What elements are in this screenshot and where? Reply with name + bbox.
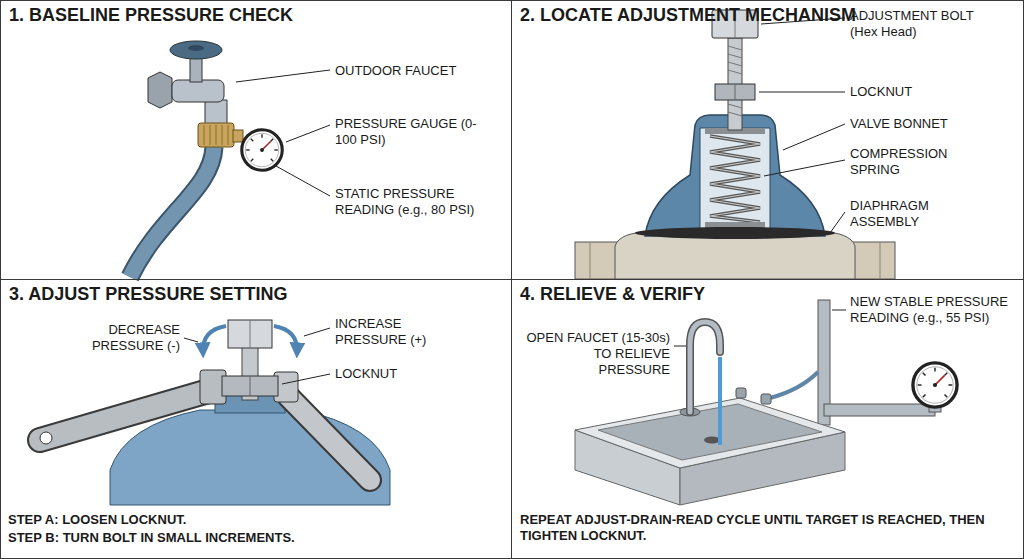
wrench-illustration: [250, 376, 251, 396]
sink-illustration: [598, 404, 822, 460]
callout-label: STATIC PRESSURE READING (e.g., 80 PSI): [335, 186, 495, 218]
leader-line: [184, 338, 198, 342]
regulator-cutaway: [728, 46, 742, 50]
sink-illustration: [761, 394, 771, 404]
wrench-illustration: [222, 376, 278, 396]
leader-line: [764, 160, 845, 176]
leader-line: [832, 310, 846, 311]
regulator-cutaway: [575, 10, 895, 279]
panel-heading: 4. RELIEVE & VERIFY: [512, 280, 713, 308]
faucet-illustration: [204, 125, 205, 145]
sink-illustration: [913, 363, 957, 407]
callout-label: LOCKNUT: [335, 366, 445, 382]
step-panel: 2. LOCATE ADJUSTMENT MECHANISM: [511, 0, 1024, 280]
regulator-cutaway: [635, 227, 835, 239]
sink-illustration: [690, 322, 720, 412]
regulator-cutaway: [728, 54, 742, 58]
panel-heading: 2. LOCATE ADJUSTMENT MECHANISM: [512, 1, 864, 29]
sink-illustration: [718, 357, 722, 445]
leader-line: [236, 70, 330, 196]
step-note: REPEAT ADJUST-DRAIN-READ CYCLE UNTIL TAR…: [520, 512, 1010, 544]
callout-label: DECREASE PRESSURE (-): [70, 322, 180, 354]
wrench-illustration: [288, 396, 370, 480]
callout-label: INCREASE PRESSURE (+): [335, 316, 445, 348]
leader-line: [304, 328, 330, 336]
faucet-illustration: [198, 123, 234, 147]
leader-line: [276, 166, 330, 196]
leader-line: [759, 92, 845, 93]
sink-illustration: [704, 437, 720, 444]
wrench-illustration: [203, 326, 226, 352]
regulator-cutaway: [645, 115, 825, 236]
faucet-illustration: [170, 41, 222, 59]
faucet-illustration: [222, 125, 223, 145]
wrench-illustration: [40, 432, 52, 444]
wrench-illustration: [40, 390, 212, 440]
leader-line: [759, 18, 845, 233]
callout-label: ADJUSTMENT BOLT (Hex Head): [850, 8, 1000, 40]
sink-illustration: [770, 372, 818, 398]
wrench-illustration: [40, 390, 212, 440]
faucet-illustration: [233, 130, 243, 142]
leader-line: [286, 125, 330, 142]
panel-heading: 3. ADJUST PRESSURE SETTING: [1, 280, 295, 308]
faucet-illustration: [130, 147, 214, 277]
faucet-illustration: [188, 45, 204, 51]
faucet-illustration: [130, 147, 214, 277]
regulator-cutaway: [728, 70, 742, 74]
callout-label: LOCKNUT: [850, 84, 1000, 100]
regulator-cutaway: [710, 136, 760, 222]
faucet-illustration: [216, 125, 217, 145]
regulator-cutaway: [710, 136, 760, 222]
regulator-cutaway: [728, 62, 742, 66]
callout-label: PRESSURE GAUGE (0-100 PSI): [335, 116, 495, 148]
sink-illustration: [575, 398, 845, 468]
step-note: STEP B: TURN BOLT IN SMALL INCREMENTS.: [8, 530, 504, 546]
wrench-illustration: [250, 320, 251, 348]
step-note: STEP A: LOOSEN LOCKNUT.: [8, 512, 504, 528]
faucet-illustration: [205, 100, 227, 125]
wrench-illustration: [40, 320, 390, 505]
callout-label: COMPRESSION SPRING: [850, 146, 1000, 178]
faucet-illustration: [172, 80, 224, 102]
faucet-illustration: [210, 125, 211, 145]
leader-line: [236, 70, 330, 82]
sink-illustration: [690, 322, 720, 412]
leader-line: [184, 328, 330, 384]
regulator-cutaway: [590, 242, 591, 279]
callout-label: OUTDOOR FAUCET: [335, 63, 495, 79]
regulator-cutaway: [735, 84, 736, 100]
regulator-cutaway: [615, 232, 855, 279]
sink-illustration: [824, 404, 935, 416]
wrench-illustration: [274, 326, 297, 352]
panel-heading: 1. BASELINE PRESSURE CHECK: [1, 1, 301, 29]
leader-line: [830, 212, 845, 233]
faucet-illustration: [228, 125, 229, 145]
step-panel: 1. BASELINE PRESSURE CHECK: [0, 0, 512, 280]
regulator-cutaway: [700, 128, 770, 232]
wrench-illustration: [288, 396, 370, 480]
regulator-cutaway: [715, 84, 755, 100]
regulator-cutaway: [728, 104, 742, 108]
faucet-illustration: [148, 72, 172, 108]
faucet-illustration: [242, 130, 282, 170]
callout-label: DIAPHRAGM ASSEMBLY: [850, 198, 1000, 230]
leader-line: [674, 346, 686, 347]
regulator-cutaway: [728, 112, 742, 116]
leader-line: [674, 310, 846, 346]
faucet-illustration: [130, 41, 282, 277]
leader-line: [783, 124, 845, 150]
wrench-illustration: [228, 320, 272, 348]
leader-line: [282, 374, 330, 384]
sink-illustration: [736, 388, 746, 398]
callout-label: VALVE BONNET: [850, 116, 1000, 132]
callout-label: NEW STABLE PRESSURE READING (e.g., 55 PS…: [850, 294, 1010, 326]
regulator-cutaway: [880, 242, 881, 279]
callout-label: OPEN FAUCET (15-30s) TO RELIEVE PRESSURE: [525, 330, 670, 378]
